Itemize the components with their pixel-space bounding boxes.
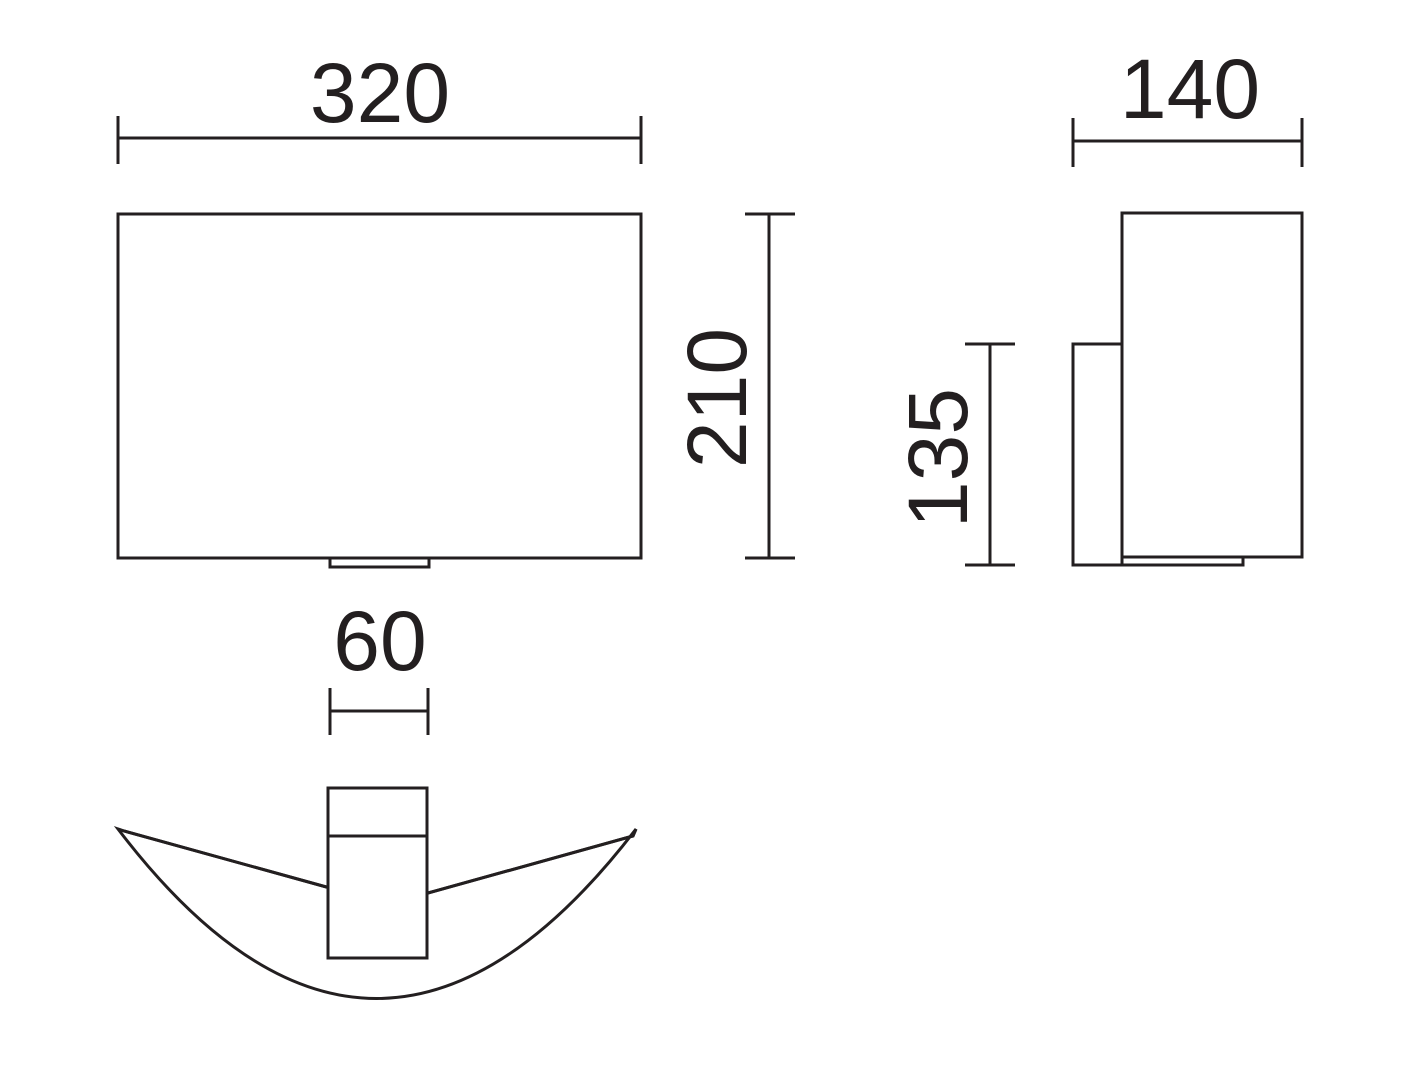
side-wall-plate (1071, 342, 1124, 567)
front-bracket-tab (328, 558, 431, 569)
front-view: 320 210 (116, 46, 795, 569)
side-view: 140 135 (891, 42, 1304, 567)
top-shade-wing-left (117, 827, 331, 890)
depth-label: 140 (1120, 42, 1260, 136)
front-body-outline (116, 212, 643, 560)
height-label: 210 (670, 328, 764, 468)
height-dimension: 210 (670, 212, 795, 560)
bracket-width-dimension: 60 (328, 594, 430, 735)
mount-height-dimension: 135 (891, 342, 1015, 567)
side-bracket-base (1120, 557, 1245, 567)
side-body-outline (1120, 211, 1304, 559)
top-shade-wing-right (427, 828, 638, 895)
mount-height-label: 135 (891, 388, 985, 528)
top-bracket-block (326, 786, 429, 960)
depth-dimension: 140 (1071, 42, 1304, 167)
width-dimension: 320 (116, 46, 643, 164)
width-label: 320 (310, 46, 450, 140)
bracket-width-label: 60 (333, 594, 426, 688)
top-view: 60 (113, 594, 638, 1000)
